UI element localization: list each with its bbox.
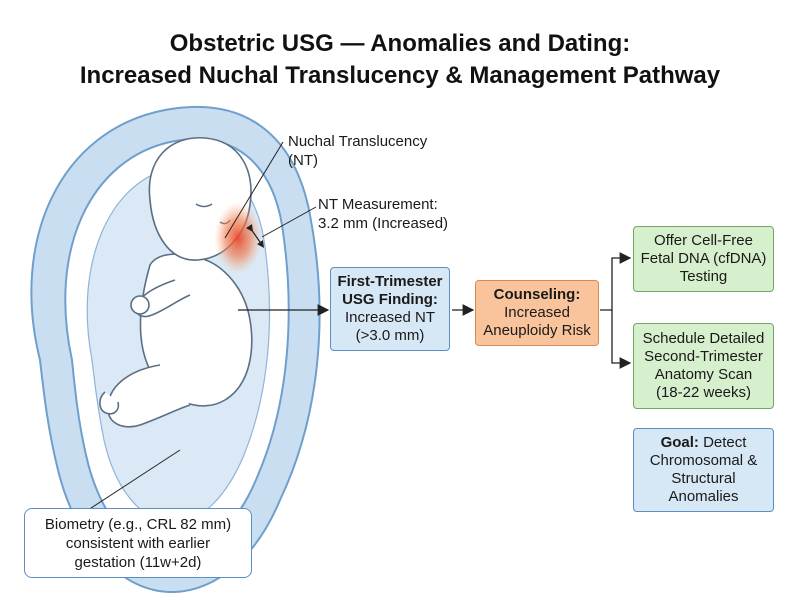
counseling-box: Counseling: Increased Aneuploidy Risk [475,280,599,346]
finding-heading-2: USG Finding: [342,291,438,308]
nt-measurement-line-2: 3.2 mm (Increased) [318,215,449,232]
nt-measurement-label: NT Measurement: 3.2 mm (Increased) [318,195,448,233]
counseling-line-2: Increased [504,304,570,321]
cfdna-box: Offer Cell-Free Fetal DNA (cfDNA) Testin… [633,226,774,292]
title-line-1: Obstetric USG — Anomalies and Dating: [169,30,631,57]
fetus-foot [99,391,120,415]
biometry-line-2: consistent with earlier [65,534,211,552]
counseling-heading: Counseling: [493,286,581,303]
biometry-line-3: gestation (11w+2d) [74,553,202,571]
finding-heading-1: First-Trimester [337,273,443,290]
goal-line-2: Chromosomal & [649,452,758,469]
counseling-line-3: Aneuploidy Risk [483,322,591,339]
goal-line-1: Goal: Detect [661,434,747,452]
nt-highlight [214,202,262,274]
biometry-line-1: Biometry (e.g., CRL 82 mm) [44,515,232,533]
nt-caliper [245,223,265,248]
fetus-leg [107,364,191,428]
biometry-leader-line [87,449,181,511]
nt-measurement-line-1: NT Measurement: [318,196,438,213]
measure-leader-line [261,206,317,238]
cfdna-line-3: Testing [679,268,728,285]
scan-line-2: Second-Trimester [644,348,763,365]
goal-box: Goal: Detect Chromosomal & Structural An… [633,428,774,512]
goal-line-4: Anomalies [668,488,739,505]
goal-line-1-rest: Detect [698,434,747,451]
finding-line-3: Increased NT [344,309,436,326]
diagram-title: Obstetric USG — Anomalies and Dating: In… [0,28,800,92]
nt-label-line-1: Nuchal Translucency [288,133,428,150]
finding-line-4: (>3.0 mm) [355,327,425,344]
scan-line-1: Schedule Detailed [642,330,765,347]
scan-line-4: (18-22 weeks) [655,384,752,401]
title-line-2: Increased Nuchal Translucency & Manageme… [79,62,721,89]
scan-line-3: Anatomy Scan [654,366,753,383]
goal-heading: Goal: [660,434,699,451]
biometry-box: Biometry (e.g., CRL 82 mm) consistent wi… [24,508,252,578]
nt-label-line-2: (NT) [288,152,318,169]
fetus-hand [130,295,150,315]
nt-leader-line [224,141,284,239]
fetus-eye [195,203,213,208]
goal-line-3: Structural [671,470,736,487]
arrow-counseling-branch [600,252,632,311]
nt-label: Nuchal Translucency (NT) [288,132,427,170]
cfdna-line-2: Fetal DNA (cfDNA) [640,250,767,267]
cfdna-line-1: Offer Cell-Free [654,232,753,249]
anatomy-scan-box: Schedule Detailed Second-Trimester Anato… [633,323,774,409]
finding-box: First-Trimester USG Finding: Increased N… [330,267,450,351]
arrow-counseling-branch-2 [611,310,632,369]
